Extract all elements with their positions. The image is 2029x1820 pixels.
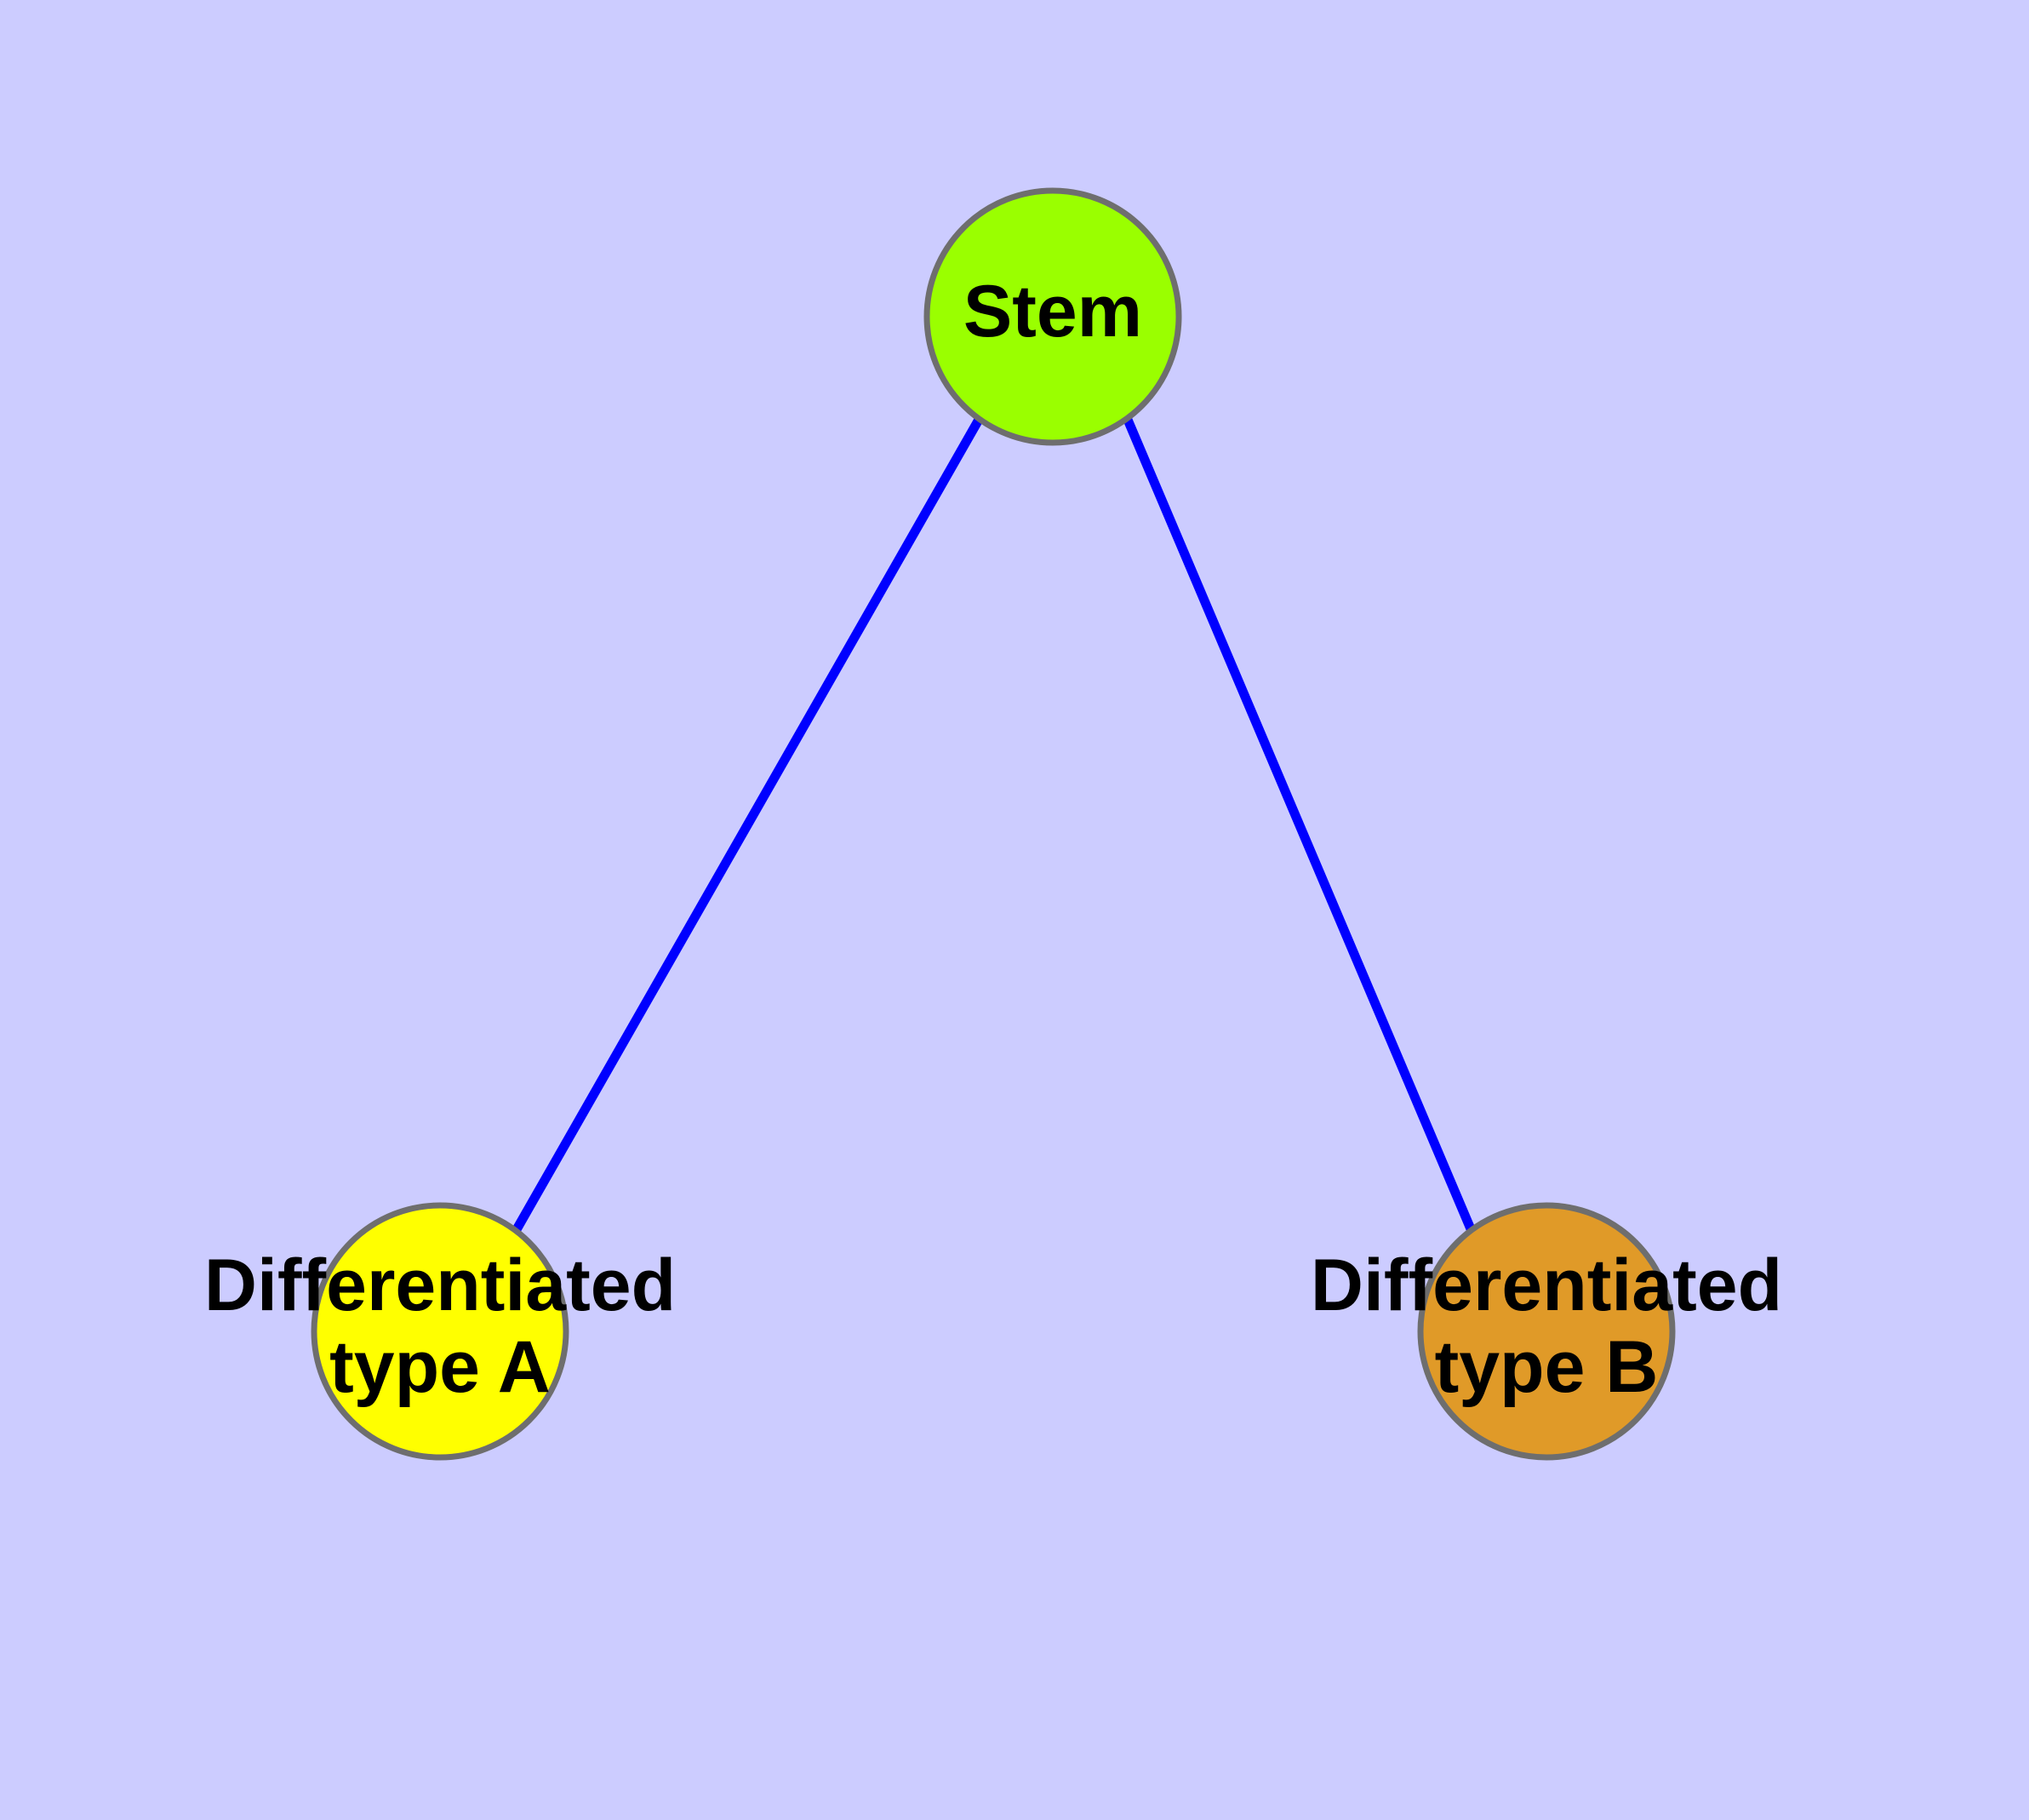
nodes-layer (311, 187, 1676, 1461)
node-stem[interactable] (923, 187, 1182, 446)
node-diff_a[interactable] (311, 1202, 569, 1461)
node-label-stem: Stem (963, 271, 1142, 352)
edge-stem-to-diff-b[interactable] (1123, 417, 1477, 1233)
edges-layer (512, 417, 1477, 1233)
node-label-line: Differentiated (204, 1245, 676, 1326)
node-label-line: type A (329, 1326, 551, 1408)
node-label-line: Differentiated (1311, 1245, 1782, 1326)
node-label-line: type B (1435, 1326, 1659, 1408)
node-label-line: Stem (963, 271, 1142, 352)
node-diff_b[interactable] (1417, 1202, 1676, 1461)
edge-stem-to-diff-a[interactable] (512, 417, 983, 1233)
